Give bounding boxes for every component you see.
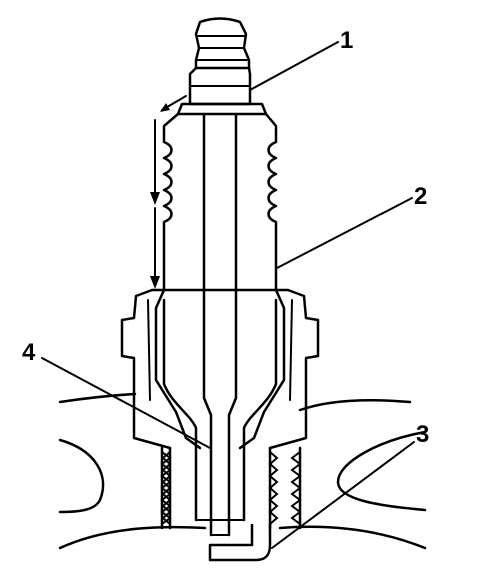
combustion-chamber-roof [58, 525, 427, 550]
callout-1: 1 [340, 27, 353, 54]
shell-thread-left [161, 451, 172, 525]
leader-4 [41, 357, 211, 449]
threaded-bore [160, 446, 302, 530]
callout-2: 2 [414, 183, 427, 210]
callout-4: 4 [22, 339, 36, 366]
callout-3: 3 [416, 421, 429, 448]
leader-lines [41, 41, 415, 549]
leader-2 [276, 197, 413, 269]
insulator [162, 112, 278, 292]
head-contour-upper-left [58, 392, 137, 404]
head-contour-upper-right [298, 398, 412, 412]
leader-3 [271, 441, 415, 549]
ground-electrode [208, 523, 272, 562]
head-pocket-left [58, 438, 105, 514]
leader-1 [249, 41, 339, 91]
shell-inner-wall [154, 288, 286, 450]
terminal-nut [194, 17, 251, 70]
center-electrode-rod [202, 112, 238, 537]
bore-thread-right [290, 451, 302, 525]
shell-thread-right [268, 451, 279, 525]
measurement-arrows [150, 95, 187, 289]
shell-hex [120, 288, 320, 450]
insulator-nose [162, 298, 278, 522]
cylinder-head [58, 392, 427, 550]
spark-plug [120, 17, 320, 562]
head-pocket-right [336, 430, 427, 512]
bore-thread-left [160, 451, 172, 525]
